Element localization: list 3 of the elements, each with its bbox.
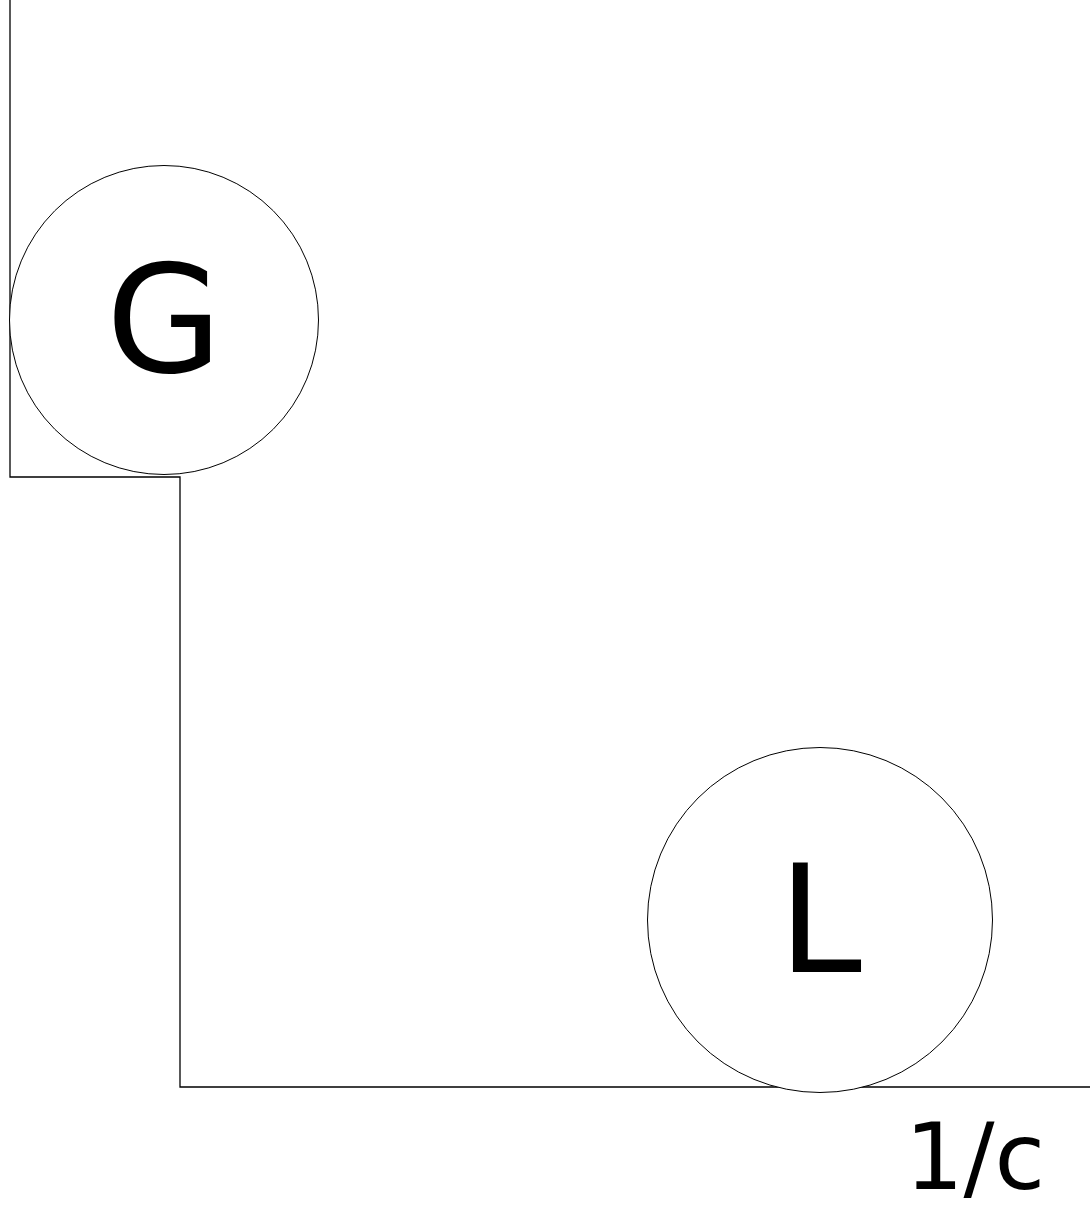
node-label: G xyxy=(105,245,223,395)
node-label: L xyxy=(778,845,862,995)
axis-label: 1/c xyxy=(904,1112,1045,1204)
